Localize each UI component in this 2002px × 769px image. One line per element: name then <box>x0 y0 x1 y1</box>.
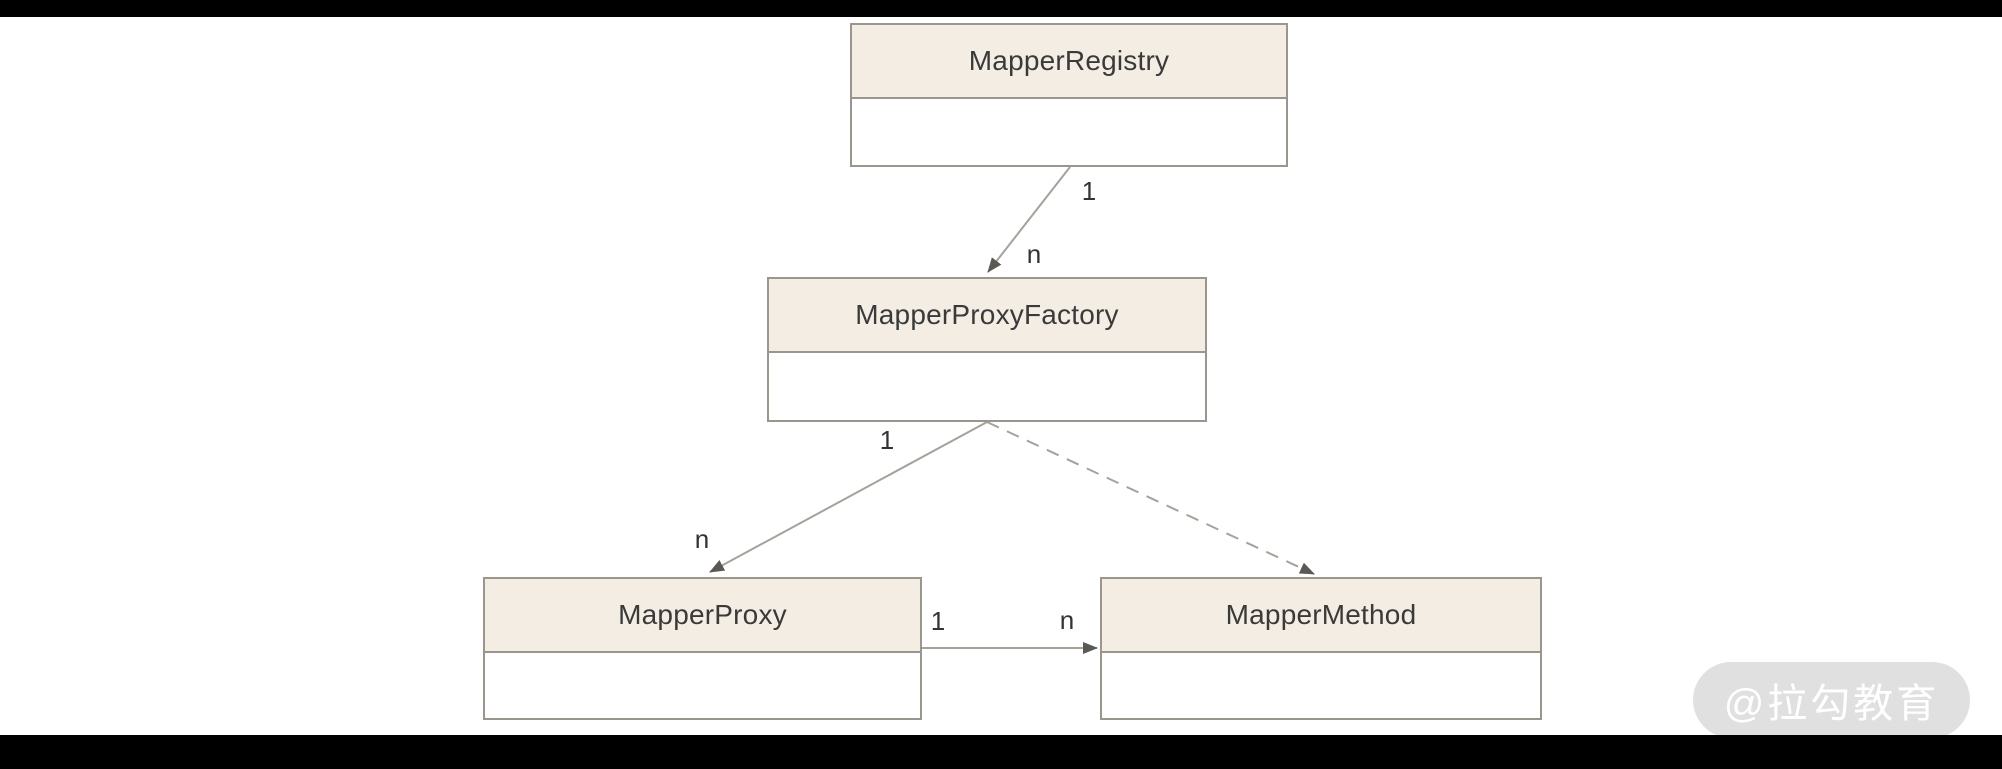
class-body-mapper-proxy <box>485 653 920 718</box>
letterbox-bottom <box>0 735 2002 769</box>
class-body-mapper-method <box>1102 653 1540 718</box>
multiplicity-label-registry-end: 1 <box>1081 176 1097 206</box>
class-box-mapper-registry: MapperRegistry <box>850 23 1288 167</box>
relation-proxyfactory-to-method-dashed <box>986 421 1315 575</box>
class-title-mapper-proxy: MapperProxy <box>485 579 920 653</box>
class-title-mapper-registry: MapperRegistry <box>852 25 1286 99</box>
multiplicity-label-proxyfactory-bottom: 1 <box>879 425 895 455</box>
class-box-mapper-proxy: MapperProxy <box>483 577 922 720</box>
class-title-mapper-proxy-factory: MapperProxyFactory <box>769 279 1205 353</box>
relation-registry-to-proxyfactory <box>987 166 1071 273</box>
multiplicity-label-method-left: n <box>1059 605 1075 635</box>
relation-proxyfactory-to-proxy <box>709 421 988 573</box>
class-box-mapper-method: MapperMethod <box>1100 577 1542 720</box>
letterbox-top <box>0 0 2002 17</box>
multiplicity-label-proxy-right: 1 <box>930 606 946 636</box>
watermark-badge: @拉勾教育 <box>1693 662 1970 738</box>
watermark-text: @拉勾教育 <box>1723 682 1940 726</box>
class-title-mapper-method: MapperMethod <box>1102 579 1540 653</box>
class-box-mapper-proxy-factory: MapperProxyFactory <box>767 277 1207 422</box>
multiplicity-label-proxy-top: n <box>694 524 710 554</box>
class-body-mapper-proxy-factory <box>769 353 1205 420</box>
class-body-mapper-registry <box>852 99 1286 165</box>
multiplicity-label-proxyfactory-end: n <box>1026 239 1042 269</box>
